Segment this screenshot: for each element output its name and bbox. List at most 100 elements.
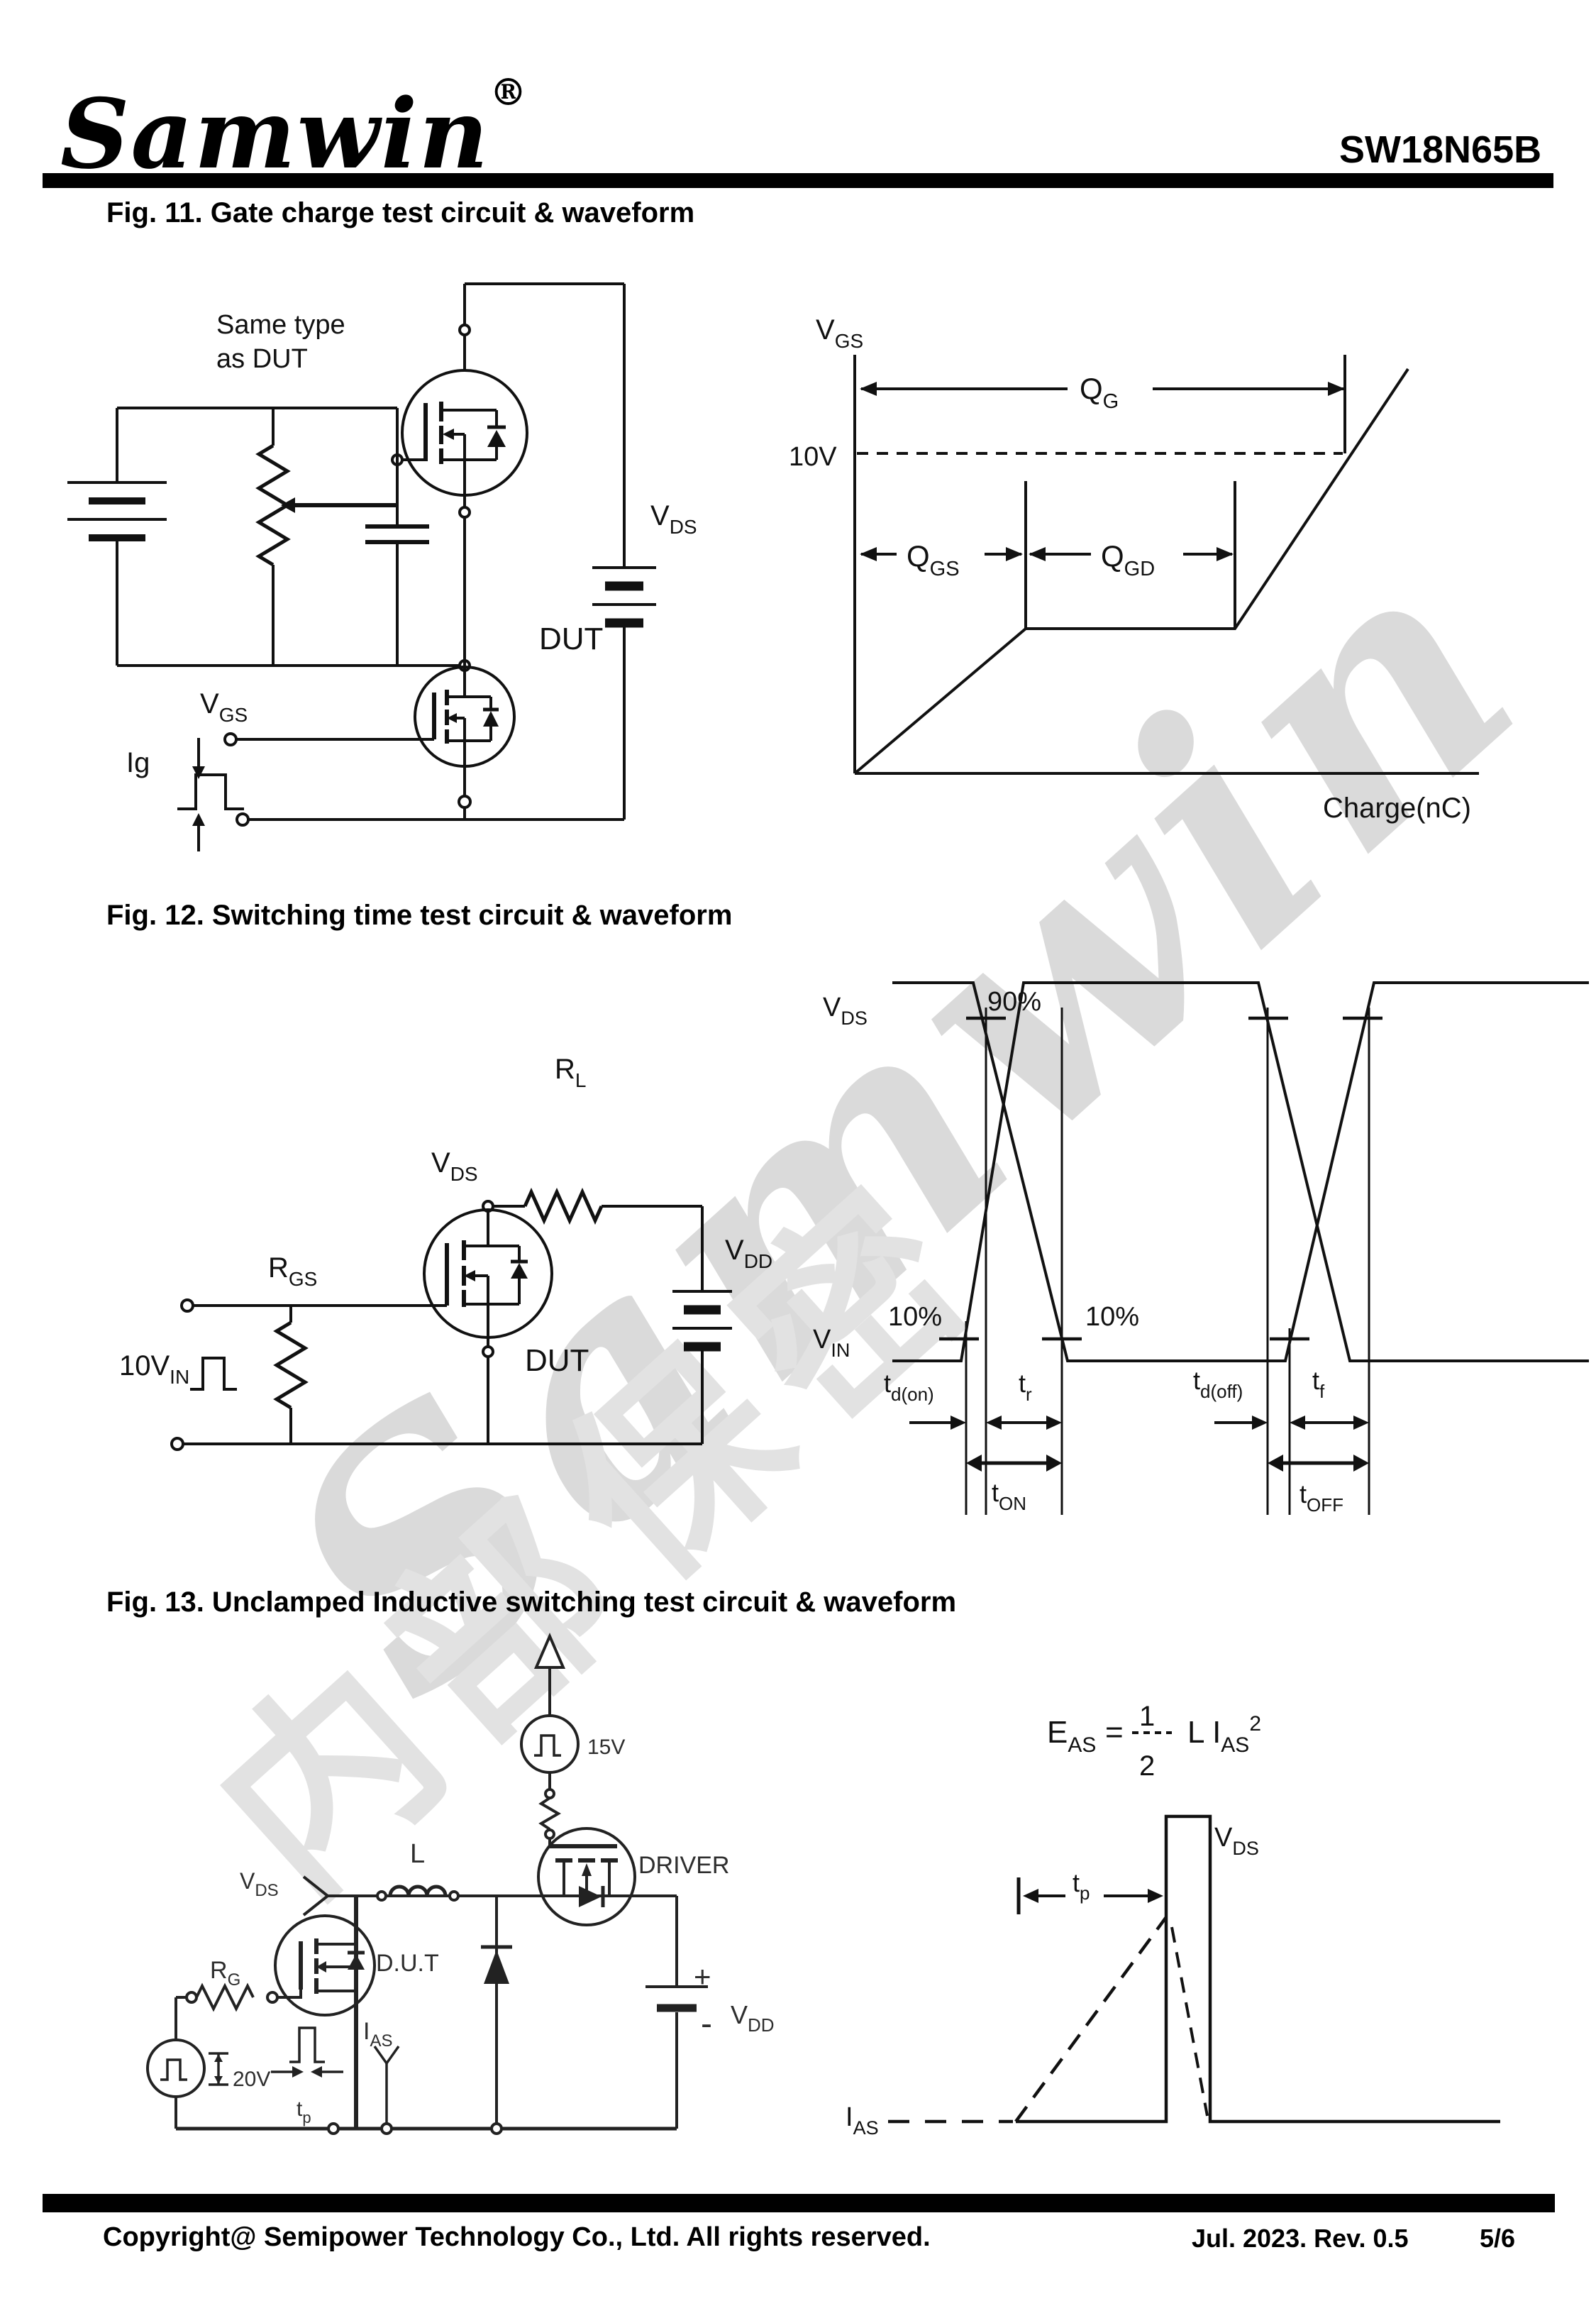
fig13-dut-label: D.U.T	[376, 1950, 439, 1977]
rg-label: RG	[210, 1957, 240, 1990]
inter-fet-node	[458, 495, 471, 670]
svg-text:1: 1	[1139, 1701, 1155, 1732]
footer-revision: Jul. 2023. Rev. 0.5	[1192, 2224, 1409, 2253]
fig12-bottom-rail	[170, 1437, 702, 1451]
vds-trace	[892, 981, 1589, 1362]
timing-arrows-row1	[909, 1416, 1369, 1430]
part-number: SW18N65B	[1339, 128, 1542, 171]
vgs-input	[223, 732, 434, 746]
inductor-l	[388, 1885, 448, 1897]
fig13-dut-mosfet	[266, 1914, 376, 2017]
fig11-vds-label: VDS	[650, 500, 697, 538]
qgd-dimension: QGD	[1029, 526, 1234, 580]
gate-charge-curve	[853, 368, 1409, 775]
fig13-wf-ias-label: IAS	[846, 2102, 879, 2139]
vds-battery	[592, 566, 656, 820]
t-off-label: tOFF	[1299, 1479, 1343, 1516]
p90-label: 90%	[987, 987, 1041, 1017]
same-type-mosfet	[391, 369, 528, 497]
l-label: L	[410, 1839, 425, 1869]
fig11-ig-label: Ig	[126, 747, 150, 778]
fig12-circuit: RL VDS	[119, 1054, 772, 1451]
td-off-label: td(off)	[1193, 1366, 1243, 1402]
fig12-wf-vin-label: VIN	[813, 1325, 850, 1361]
fig13-bottom-rail	[176, 2122, 677, 2135]
supply-arrow	[533, 1632, 566, 1716]
fig13-vds-label: VDS	[240, 1868, 279, 1900]
gate-capacitor-branch	[365, 408, 429, 666]
battery-minus: -	[701, 2005, 712, 2043]
fig11-wf-xaxis-label: Charge(nC)	[1323, 793, 1471, 824]
fig12-dut-label: DUT	[525, 1343, 589, 1378]
gate-input-wire	[180, 1298, 447, 1313]
tf-label: tf	[1312, 1366, 1325, 1402]
fig11-same-type-label: Same type as DUT	[216, 310, 345, 374]
p10-right-label: 10%	[1085, 1302, 1139, 1332]
fig13-circuit: 15V DRIVER VDS	[146, 1632, 775, 2135]
main-wire	[328, 1890, 677, 1902]
svg-text:2: 2	[1139, 1750, 1155, 1782]
fig11-title: Fig. 11. Gate charge test circuit & wave…	[106, 197, 695, 228]
vdd-battery	[672, 1206, 732, 1444]
fig13-waveform: EAS = 1 2 L IAS2 VDS tp IAS	[846, 1701, 1500, 2139]
ias-label: IAS	[363, 2018, 392, 2051]
fig13-title: Fig. 13. Unclamped Inductive switching t…	[106, 1587, 957, 1618]
p10-left-label: 10%	[888, 1302, 942, 1332]
rgs-label: RGS	[268, 1252, 317, 1290]
qg-dimension: QG	[860, 355, 1346, 453]
td-on-label: td(on)	[884, 1369, 934, 1405]
vds-probe	[302, 1875, 331, 1916]
timing-arrows-row2	[966, 1455, 1369, 1472]
fig12-title: Fig. 12. Switching time test circuit & w…	[106, 900, 733, 931]
ig-pulse-symbol	[177, 738, 244, 851]
level-ticks	[939, 1016, 1382, 1341]
tr-label: tr	[1019, 1369, 1032, 1405]
qgs-dimension: QGS	[860, 526, 1023, 580]
tp-dimension	[1016, 1877, 1163, 1914]
fig11-wf-10v-label: 10V	[789, 442, 837, 472]
brand-logo-text: Samwin	[60, 77, 490, 190]
battery-plus: +	[694, 1960, 711, 1993]
pulse-source-20v	[146, 2039, 206, 2129]
svg-text:=: =	[1105, 1715, 1124, 1750]
vin-10v-label: 10VIN	[119, 1350, 189, 1388]
svg-text:EAS: EAS	[1047, 1715, 1096, 1757]
pulse-source-15v	[520, 1714, 580, 1774]
fig11-bottom-rail	[235, 766, 624, 827]
driver-gate-resistor	[538, 1772, 561, 1846]
header-rule	[43, 173, 1553, 188]
fig11-wf-axes	[853, 355, 1479, 775]
v20-label: 20V	[233, 2068, 270, 2091]
fig12-vds-label: VDS	[431, 1147, 478, 1185]
tp-pulse	[271, 2026, 343, 2078]
dimension-lines	[965, 1008, 1370, 1515]
fig13-tp-label: tp	[297, 2097, 311, 2126]
fig12-waveform: VDS VIN 90% 10% 10% td(on) tr td(off)	[813, 981, 1589, 1516]
fig13-vdd-battery	[645, 1896, 708, 2129]
fig11-vgs-label: VGS	[200, 688, 248, 726]
ias-arrow	[373, 2045, 400, 2129]
vdd-label: VDD	[725, 1235, 772, 1272]
footer-copyright: Copyright@ Semipower Technology Co., Ltd…	[103, 2222, 931, 2252]
rl-label: RL	[555, 1054, 586, 1091]
fig12-wf-vds-label: VDS	[823, 993, 868, 1029]
svg-text:Same type: Same type	[216, 310, 345, 340]
svg-text:as DUT: as DUT	[216, 344, 308, 374]
footer-rule	[43, 2194, 1555, 2212]
v20-measure	[209, 2052, 228, 2086]
driver-mosfet	[537, 1827, 636, 1926]
gate-supply-battery	[67, 408, 167, 666]
vin-pulse-glyph	[190, 1357, 237, 1391]
v15-label: 15V	[587, 1736, 625, 1759]
fig11-circuit: Same type as DUT VDS	[67, 282, 697, 851]
vds-pulse	[1016, 1814, 1500, 2124]
source-wire	[482, 1337, 494, 1444]
svg-text:QG: QG	[1080, 372, 1119, 413]
ias-ramp	[888, 1916, 1209, 2124]
footer-page-number: 5/6	[1480, 2224, 1516, 2253]
svg-text:QGD: QGD	[1101, 539, 1155, 580]
fig13-wf-vds-label: VDS	[1214, 1823, 1259, 1859]
t-on-label: tON	[992, 1478, 1026, 1514]
fig11-wf-yaxis-label: VGS	[816, 314, 863, 352]
